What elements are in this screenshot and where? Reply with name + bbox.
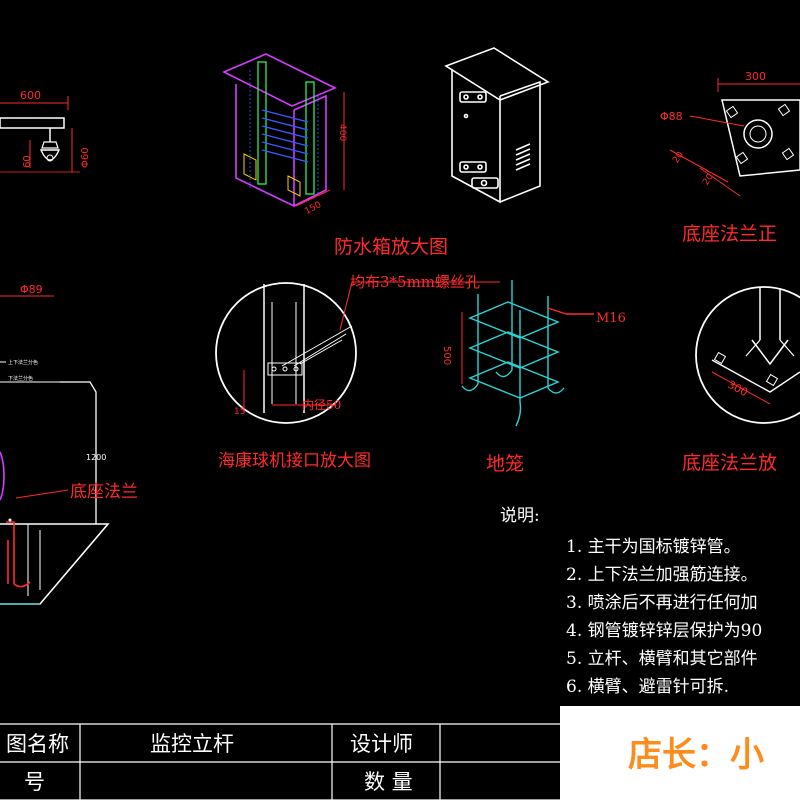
notes-block: 说明: 1. 主干为国标镀锌管。 2. 上下法兰加强筋连接。 3. 喷涂后不再进… <box>500 506 762 697</box>
base-flange-enlarged-title: 底座法兰放 <box>682 452 777 474</box>
flange-enlarged-width-dim: 300 <box>725 378 750 399</box>
base-flange-front: 300 Φ88 20 20 <box>660 70 800 197</box>
watermark-text: 店长：小 <box>628 735 764 775</box>
box-depth-dim: 150 <box>303 200 323 217</box>
arm-length-dim: 600 <box>20 89 41 102</box>
title-number-label: 号 <box>24 770 45 794</box>
note-item-1: 1. 主干为国标镀锌管。 <box>566 537 741 557</box>
waterproof-box-title: 防水箱放大图 <box>334 236 448 258</box>
notes-heading: 说明: <box>500 506 540 526</box>
box-height-dim: 400 <box>337 124 347 141</box>
title-designer-label: 设计师 <box>350 732 413 756</box>
pole-foundation-detail: 上下法兰分色 下法兰分色 1200 底座法兰 <box>0 359 138 605</box>
shop-watermark: 店长：小 <box>560 706 800 800</box>
flange-width-dim: 300 <box>745 70 766 83</box>
note-item-5: 5. 立杆、横臂和其它部件 <box>566 649 758 669</box>
title-name-label: 图名称 <box>6 732 69 756</box>
pole-dia-dim: Φ89 <box>20 283 43 296</box>
small-text-2: 下法兰分色 <box>8 375 33 382</box>
cam-dia-dim: Φ60 <box>80 147 91 168</box>
small-text-1: 上下法兰分色 <box>8 359 38 366</box>
camera-interface-detail: 均布3*5mm螺丝孔 15 内径50 <box>215 273 500 424</box>
note-item-3: 3. 喷涂后不再进行任何加 <box>566 593 758 613</box>
screw-holes-note: 均布3*5mm螺丝孔 <box>350 273 480 291</box>
note-item-4: 4. 钢管镀锌锌层保护为90 <box>566 621 762 641</box>
note-item-6: 6. 横臂、避雷针可拆. <box>566 677 729 697</box>
waterproof-box-closed <box>444 47 550 204</box>
camera-arm-detail: 600 60 Φ60 <box>0 89 91 173</box>
cam-height-dim: 60 <box>22 155 33 168</box>
pole-height-dim: 1200 <box>86 453 106 462</box>
ground-cage-title: 地笼 <box>486 453 524 475</box>
m16-label: M16 <box>596 311 626 326</box>
title-name-value: 监控立杆 <box>150 732 234 756</box>
note-item-2: 2. 上下法兰加强筋连接。 <box>566 565 758 585</box>
cage-height-dim: 500 <box>441 346 452 365</box>
base-flange-label: 底座法兰 <box>70 482 138 502</box>
waterproof-box-colored: 400 150 <box>222 53 347 217</box>
title-quantity-label: 数 量 <box>364 770 413 794</box>
title-block: 图名称 监控立杆 设计师 号 数 量 <box>0 723 560 800</box>
base-flange-front-title: 底座法兰正 <box>682 223 777 245</box>
base-flange-enlarged: 300 <box>695 286 800 424</box>
ground-cage-detail <box>461 280 594 427</box>
pole-diameter-detail: Φ89 <box>0 283 54 297</box>
flange-hole-dim: Φ88 <box>660 110 683 123</box>
camera-interface-title: 海康球机接口放大图 <box>218 451 371 471</box>
inner-dia-label: 内径50 <box>302 398 341 412</box>
small-dim: 15 <box>234 407 245 417</box>
